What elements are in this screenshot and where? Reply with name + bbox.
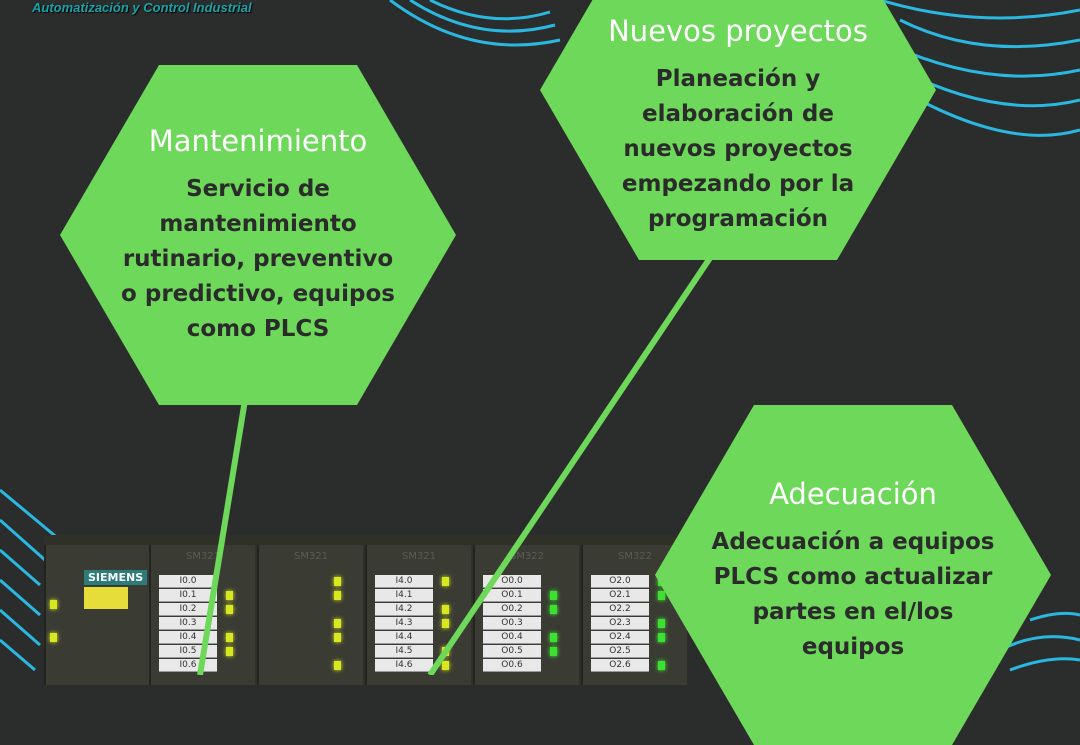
plc-cpu: SIEMENS	[44, 545, 151, 685]
card-description: Planeación y elaboración de nuevos proye…	[621, 65, 855, 232]
card-description: Adecuación a equipos PLCS como actualiza…	[711, 529, 995, 660]
connector-line	[197, 399, 248, 675]
io-label: I0.0	[159, 575, 217, 588]
io-label: O2.4	[591, 631, 649, 644]
io-label: O2.3	[591, 617, 649, 630]
status-led	[334, 633, 341, 642]
io-label: O0.1	[483, 589, 541, 602]
status-led	[334, 577, 341, 586]
io-label: O0.2	[483, 603, 541, 616]
io-label: I4.0	[375, 575, 433, 588]
cpu-yellow-label	[84, 587, 128, 609]
io-label: I0.1	[159, 589, 217, 602]
io-label: O2.2	[591, 603, 649, 616]
io-label: O0.6	[483, 659, 541, 672]
card-title: Mantenimiento	[148, 123, 368, 158]
io-label: O2.6	[591, 659, 649, 672]
status-led	[658, 661, 665, 670]
io-label: O2.1	[591, 589, 649, 602]
module-name: SM321	[401, 551, 437, 562]
io-label: I0.4	[159, 631, 217, 644]
io-label: I0.3	[159, 617, 217, 630]
status-led	[334, 591, 341, 600]
status-led	[550, 647, 557, 656]
status-led	[334, 661, 341, 670]
status-led	[442, 661, 449, 670]
module-name: SM321	[185, 551, 221, 562]
io-label: O0.3	[483, 617, 541, 630]
connector-lines	[197, 253, 715, 675]
io-label: I4.1	[375, 589, 433, 602]
status-led	[550, 591, 557, 600]
status-led	[50, 600, 57, 609]
status-led	[442, 577, 449, 586]
io-label: I4.2	[375, 603, 433, 616]
io-label: O2.5	[591, 645, 649, 658]
io-label: O0.4	[483, 631, 541, 644]
plc-module: SM321	[257, 545, 363, 685]
io-label: I0.2	[159, 603, 217, 616]
status-led	[550, 633, 557, 642]
status-led	[658, 633, 665, 642]
status-led	[658, 591, 665, 600]
card-description: Servicio de mantenimiento rutinario, pre…	[121, 175, 395, 342]
status-led	[226, 605, 233, 614]
io-label: I4.5	[375, 645, 433, 658]
status-led	[226, 591, 233, 600]
io-label: O2.0	[591, 575, 649, 588]
status-led	[442, 605, 449, 614]
io-label: I4.6	[375, 659, 433, 672]
connector-line	[427, 253, 715, 675]
module-name: SM322	[509, 551, 545, 562]
status-led	[226, 633, 233, 642]
card-title: Nuevos proyectos	[608, 13, 868, 48]
module-name: SM321	[293, 551, 329, 562]
status-led	[550, 605, 557, 614]
io-label: O0.5	[483, 645, 541, 658]
module-name: SM322	[617, 551, 653, 562]
status-led	[226, 647, 233, 656]
status-led	[442, 619, 449, 628]
card-title: Adecuación	[769, 477, 937, 511]
io-label: I4.3	[375, 617, 433, 630]
status-led	[658, 619, 665, 628]
io-label: I4.4	[375, 631, 433, 644]
status-led	[50, 633, 57, 642]
status-led	[334, 619, 341, 628]
brand-label: SIEMENS	[84, 570, 148, 585]
company-tagline: Automatización y Control Industrial	[32, 0, 252, 15]
